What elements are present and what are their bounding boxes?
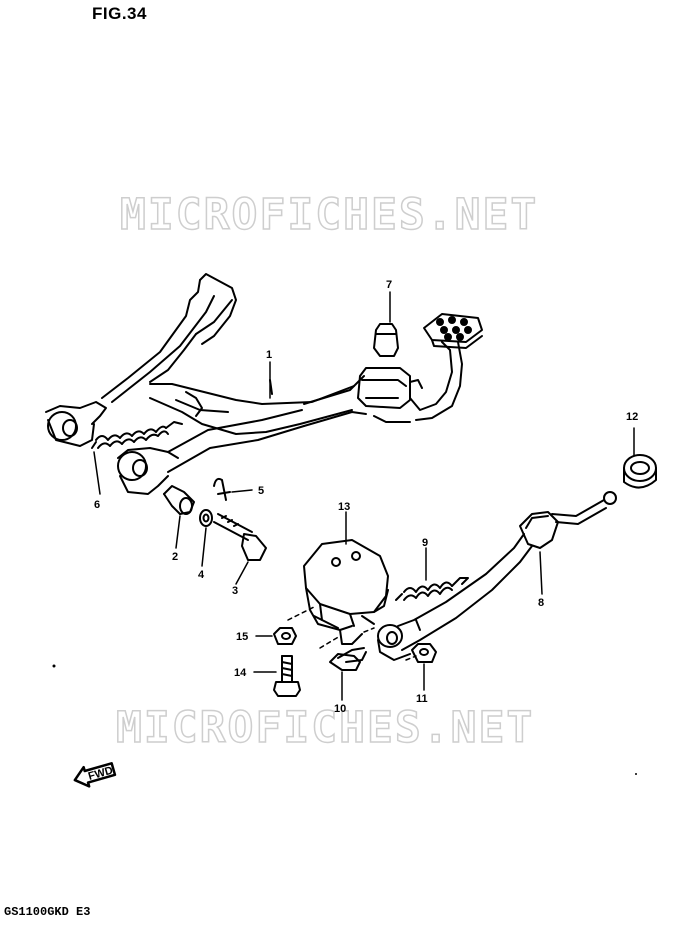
forward-direction-arrow [73,762,117,788]
callout-9: 9 [422,537,428,549]
callout-6: 6 [94,499,100,511]
side-stand [377,491,617,661]
watermark-top: MICROFICHES.NET [119,189,539,241]
callout-1: 1 [266,349,272,361]
callout-12: 12 [626,411,638,423]
callout-13: 13 [338,501,350,513]
callout-14: 14 [234,667,247,679]
center-stand [45,273,483,495]
callout-2: 2 [172,551,178,563]
watermark-bottom: MICROFICHES.NET [115,702,535,754]
speck [52,664,56,668]
callout-11: 11 [416,693,428,705]
callout-15: 15 [236,631,248,643]
leader-lines [93,291,635,701]
callout-5: 5 [258,485,264,497]
side-stand-stopper [623,454,657,489]
callout-7: 7 [386,279,392,291]
callout-8: 8 [538,597,544,609]
stand-spring [91,421,183,449]
figure-title: FIG.34 [92,4,147,23]
pivot-hardware [163,477,267,561]
callout-10: 10 [334,703,346,715]
callout-3: 3 [232,585,238,597]
callout-4: 4 [198,569,205,581]
side-stand-spring [395,577,469,601]
speck [635,773,637,775]
fasteners [273,627,437,697]
pedal-rubber-cap [373,323,399,357]
side-stand-bracket [303,539,389,645]
model-code: GS1100GKD E3 [4,905,91,919]
